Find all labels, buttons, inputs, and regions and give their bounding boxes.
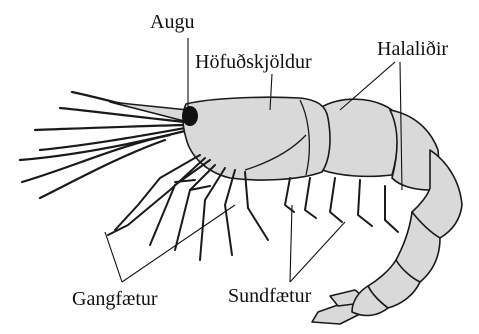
pointer-swim-1 [290, 205, 292, 282]
label-tail-segments: Halaliðir [377, 38, 448, 60]
abdomen [320, 99, 462, 315]
pointer-walking-1 [105, 232, 122, 282]
pointer-swim-2 [290, 222, 345, 282]
label-swimming-legs: Sundfætur [228, 285, 312, 307]
label-eye: Augu [150, 11, 194, 33]
swimming-legs [285, 178, 398, 232]
label-carapace: Höfuðskjöldur [195, 51, 312, 73]
label-walking-legs: Gangfætur [72, 288, 158, 310]
